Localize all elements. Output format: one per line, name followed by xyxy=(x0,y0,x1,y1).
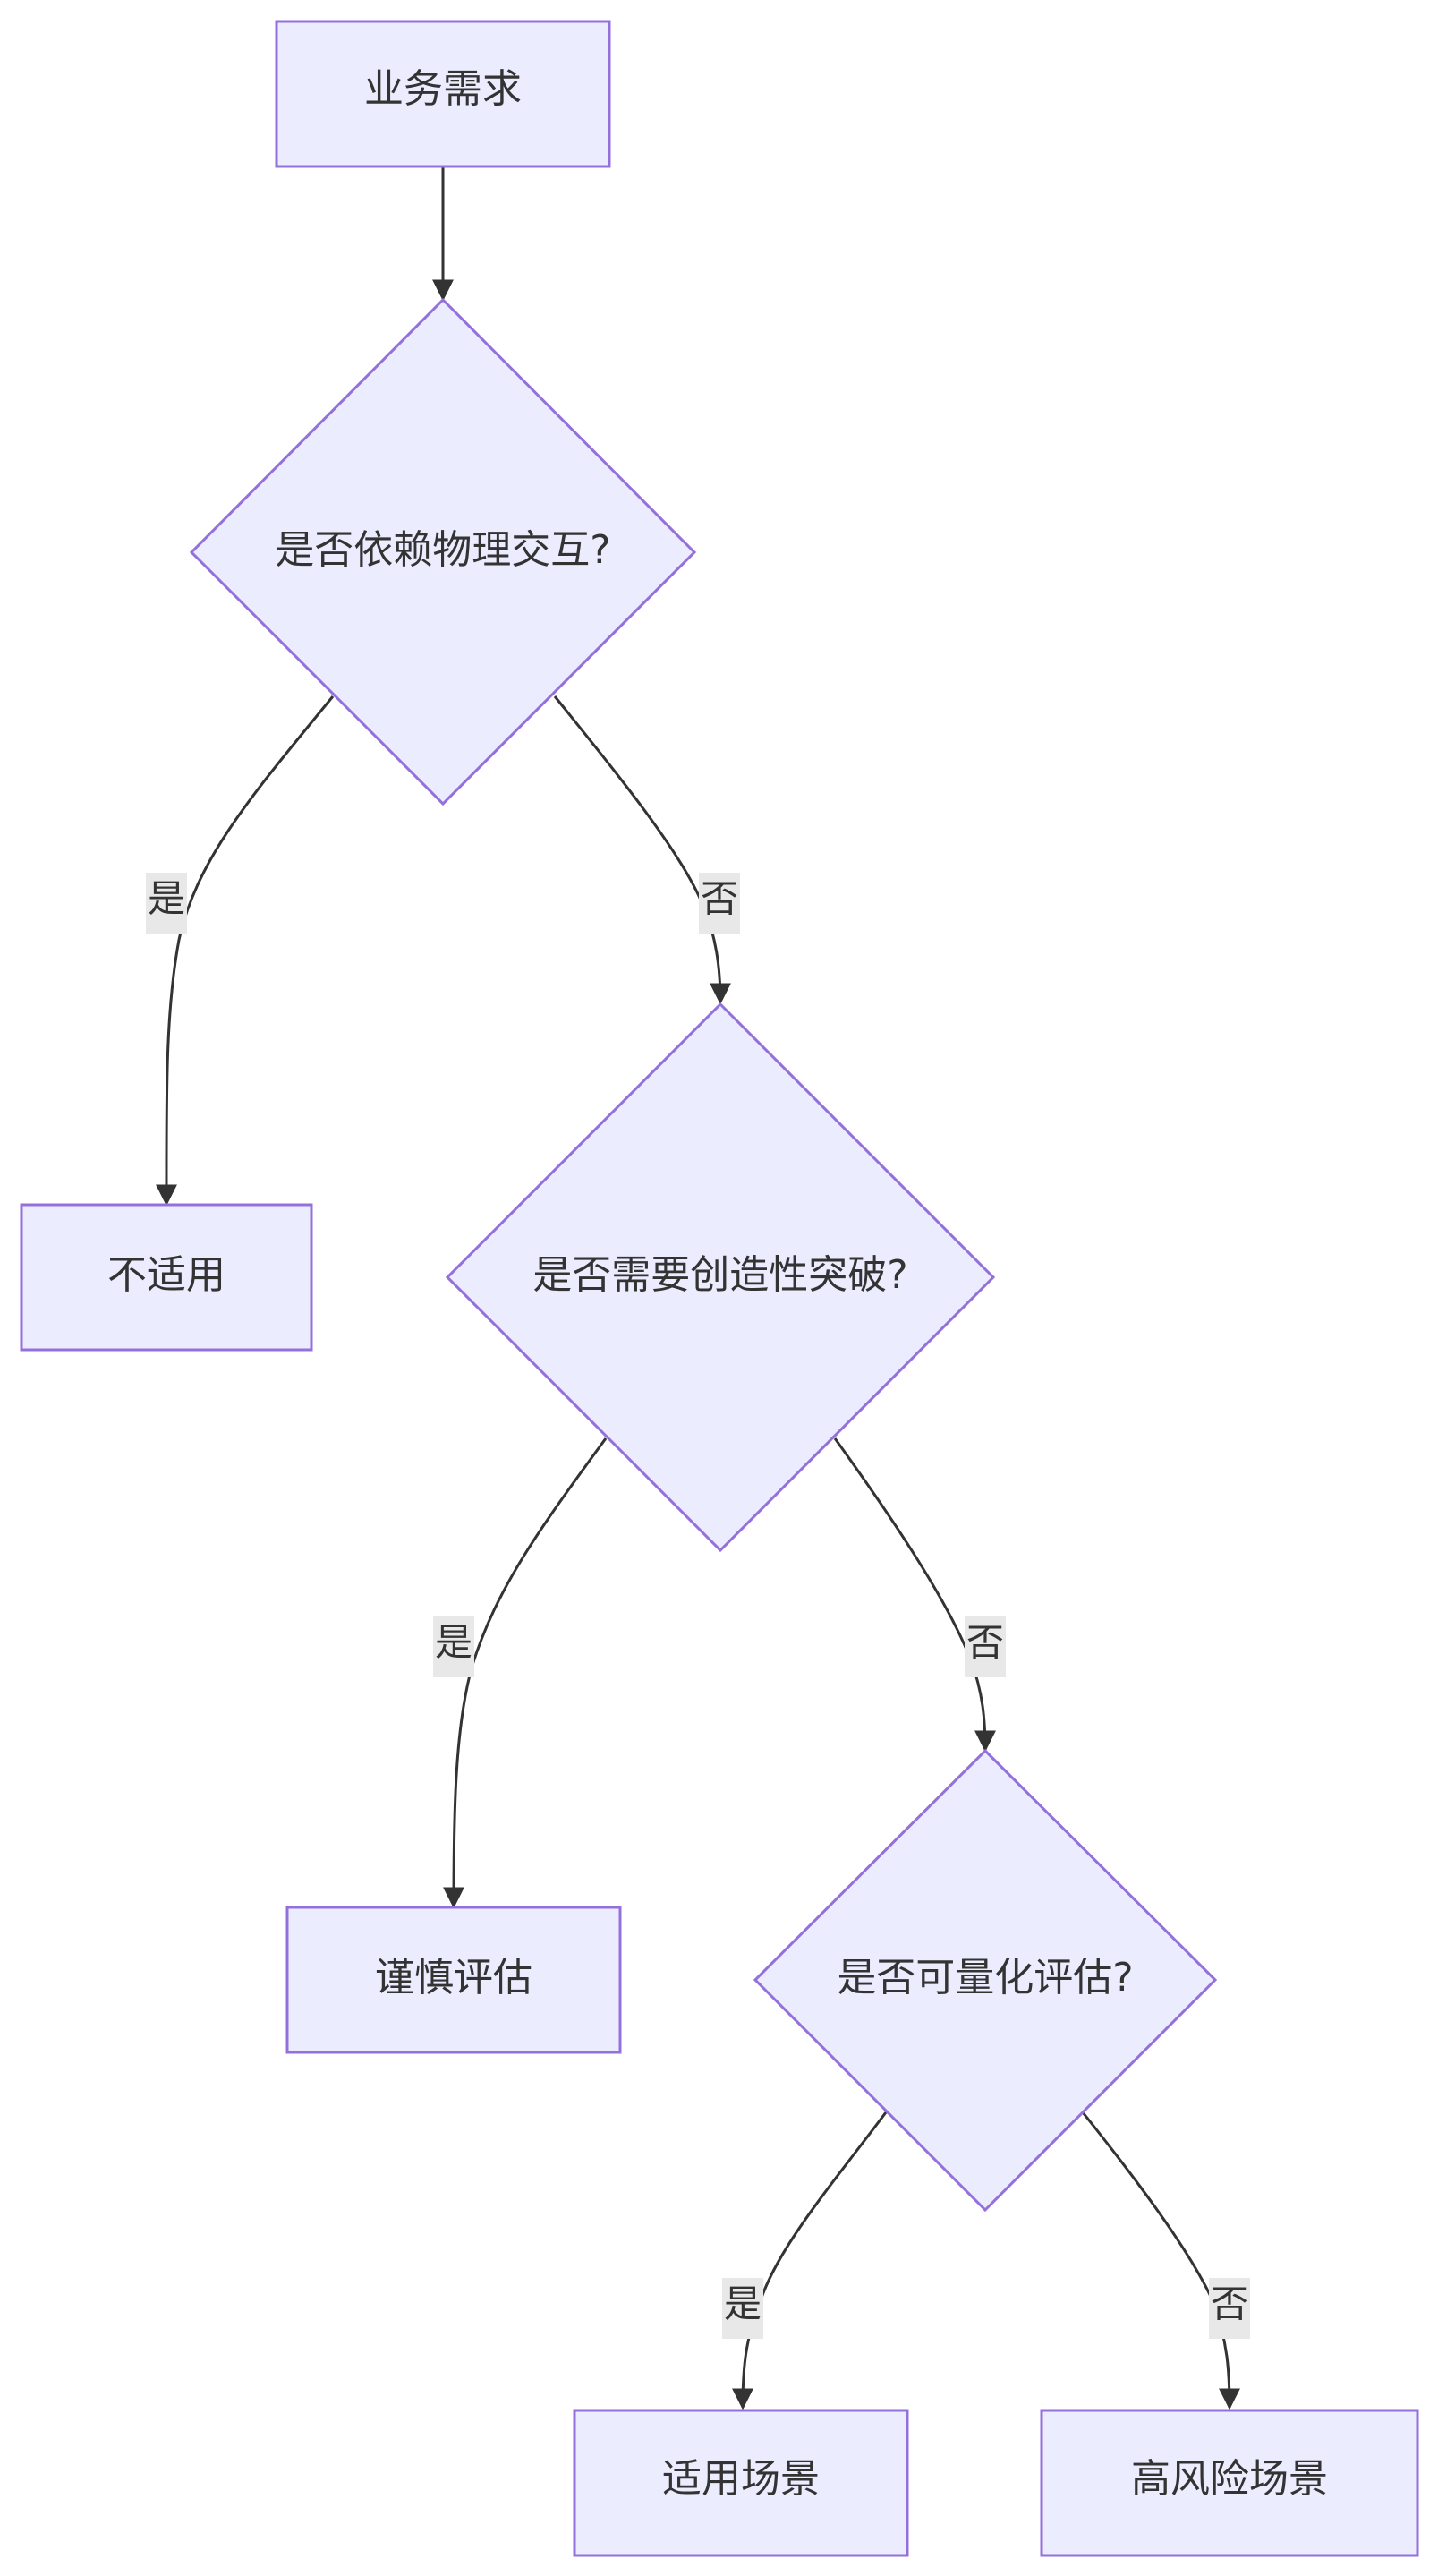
node-label: 适用场景 xyxy=(662,2456,820,2502)
edge-label-bg xyxy=(722,2278,763,2339)
edge-label-physical-no: 否 xyxy=(699,873,740,934)
edge-label-quant-yes: 是 xyxy=(722,2278,763,2339)
edge-label-physical-yes: 是 xyxy=(146,873,187,934)
decision-diamond xyxy=(753,1748,1218,2213)
node-start: 业务需求 xyxy=(275,20,611,168)
edge-label-creative-no: 否 xyxy=(965,1616,1006,1677)
node-decision-physical: 是否依赖物理交互? xyxy=(189,297,697,806)
decision-diamond xyxy=(445,1002,996,1553)
edge-label-creative-yes: 是 xyxy=(433,1616,474,1677)
node-applicable: 适用场景 xyxy=(573,2409,909,2557)
edge-label-text: 是 xyxy=(724,2282,762,2326)
node-label: 是否可量化评估? xyxy=(837,1955,1133,2000)
edge-label-bg xyxy=(699,873,740,934)
edge-label-bg xyxy=(1209,2278,1250,2339)
node-high-risk: 高风险场景 xyxy=(1040,2409,1419,2557)
edge-label-quant-no: 否 xyxy=(1209,2278,1250,2339)
edge-creative-yes xyxy=(443,1437,608,1909)
edge-label-text: 是 xyxy=(148,877,185,921)
edge-physical-yes xyxy=(155,695,335,1207)
node-label: 不适用 xyxy=(107,1252,225,1298)
node-box xyxy=(1040,2409,1419,2557)
edge-quant-yes xyxy=(732,2111,888,2410)
node-decision-quantifiable: 是否可量化评估? xyxy=(753,1748,1218,2213)
edge-label-bg xyxy=(146,873,187,934)
decision-diamond xyxy=(189,297,697,806)
node-label: 业务需求 xyxy=(364,66,522,112)
edge-quant-no xyxy=(1081,2111,1240,2410)
edge-physical-no xyxy=(553,695,731,1005)
edge-label-bg xyxy=(433,1616,474,1677)
edge-creative-no xyxy=(833,1437,996,1753)
edge-label-text: 是 xyxy=(435,1621,472,1665)
edge-label-text: 否 xyxy=(1211,2282,1248,2326)
node-not-applicable: 不适用 xyxy=(20,1203,313,1352)
node-label: 高风险场景 xyxy=(1131,2456,1328,2502)
node-box xyxy=(20,1203,313,1352)
node-label: 是否依赖物理交互? xyxy=(275,527,610,573)
node-careful-eval: 谨慎评估 xyxy=(285,1906,622,2054)
node-decision-creative: 是否需要创造性突破? xyxy=(445,1002,996,1553)
edge-label-bg xyxy=(965,1616,1006,1677)
node-label: 是否需要创造性突破? xyxy=(532,1252,907,1298)
node-box xyxy=(275,20,611,168)
node-box xyxy=(573,2409,909,2557)
node-box xyxy=(285,1906,622,2054)
node-label: 谨慎评估 xyxy=(375,1955,532,2000)
edge-label-text: 否 xyxy=(966,1621,1004,1665)
edge-label-text: 否 xyxy=(701,877,738,921)
